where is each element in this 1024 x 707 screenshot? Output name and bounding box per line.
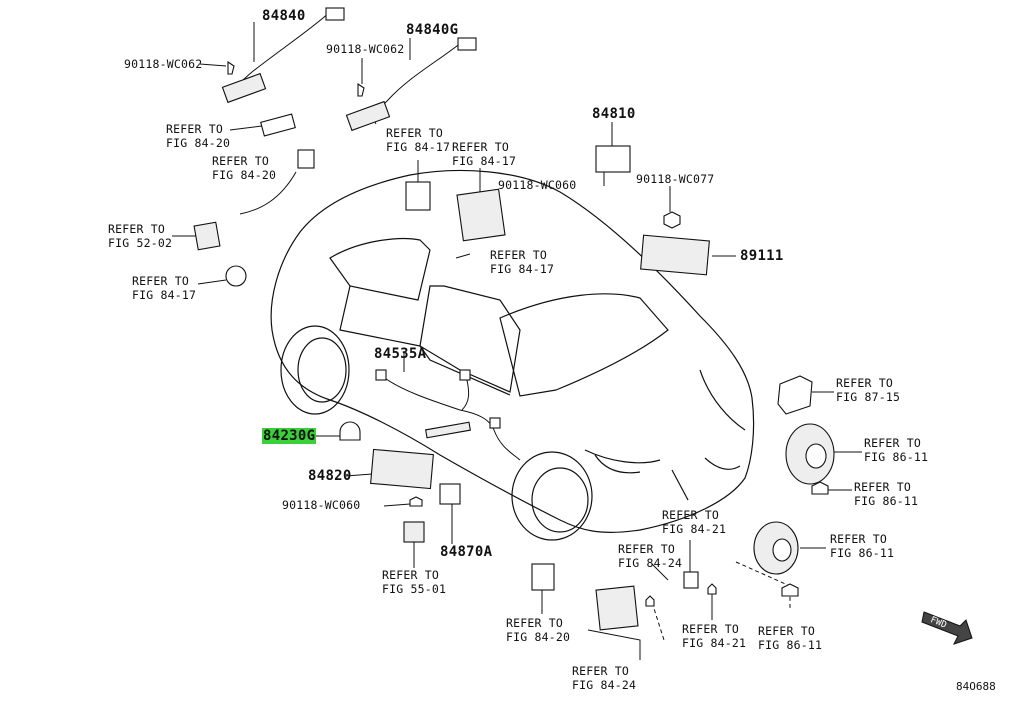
ecu-parts <box>405 122 736 276</box>
wire-harness-84535a <box>375 352 521 461</box>
refer-label[interactable]: REFER TO FIG 84-24 <box>618 542 683 570</box>
car-outline <box>270 169 755 541</box>
refer-label[interactable]: REFER TO FIG 86-11 <box>830 532 895 560</box>
refer-label[interactable]: REFER TO FIG 84-17 <box>452 140 517 168</box>
lower-left-parts <box>312 421 461 568</box>
refer-label[interactable]: REFER TO FIG 84-17 <box>490 248 555 276</box>
fwd-arrow-icon <box>921 611 973 645</box>
part-number-84230g[interactable]: 84230G <box>262 428 317 444</box>
refer-label[interactable]: REFER TO FIG 55-01 <box>382 568 447 596</box>
part-number-84820[interactable]: 84820 <box>308 468 352 484</box>
refer-label[interactable]: REFER TO FIG 87-15 <box>836 376 901 404</box>
bottom-center-parts <box>531 540 717 660</box>
front-parts <box>735 375 862 610</box>
left-sensors <box>172 113 315 287</box>
antenna-84840g <box>345 37 477 132</box>
refer-label[interactable]: REFER TO FIG 84-20 <box>212 154 277 182</box>
bolt-code-wc077[interactable]: 90118-WC077 <box>636 172 715 186</box>
part-number-84535a[interactable]: 84535A <box>374 346 427 362</box>
refer-label[interactable]: REFER TO FIG 84-21 <box>682 622 747 650</box>
bolt-code-wc060-bottom[interactable]: 90118-WC060 <box>282 498 361 512</box>
refer-label[interactable]: REFER TO FIG 84-20 <box>166 122 231 150</box>
part-number-84810[interactable]: 84810 <box>592 106 636 122</box>
bolt-code-wc060-top[interactable]: 90118-WC060 <box>498 178 577 192</box>
part-number-84840g[interactable]: 84840G <box>406 22 459 38</box>
part-number-84870a[interactable]: 84870A <box>440 544 493 560</box>
refer-label[interactable]: REFER TO FIG 84-20 <box>506 616 571 644</box>
bolt-code-wc062-left[interactable]: 90118-WC062 <box>124 57 203 71</box>
refer-label[interactable]: REFER TO FIG 84-17 <box>386 126 451 154</box>
refer-label[interactable]: REFER TO FIG 84-21 <box>662 508 727 536</box>
refer-label[interactable]: REFER TO FIG 86-11 <box>854 480 919 508</box>
diagram-code: 84O688 <box>956 680 996 693</box>
bolt-code-wc062-right[interactable]: 90118-WC062 <box>326 42 405 56</box>
refer-label[interactable]: REFER TO FIG 52-02 <box>108 222 173 250</box>
part-number-89111[interactable]: 89111 <box>740 248 784 264</box>
refer-label[interactable]: REFER TO FIG 84-24 <box>572 664 637 692</box>
refer-label[interactable]: REFER TO FIG 86-11 <box>864 436 929 464</box>
refer-label[interactable]: REFER TO FIG 86-11 <box>758 624 823 652</box>
refer-label[interactable]: REFER TO FIG 84-17 <box>132 274 197 302</box>
antenna-84840 <box>199 7 345 104</box>
part-number-84840[interactable]: 84840 <box>262 8 306 24</box>
